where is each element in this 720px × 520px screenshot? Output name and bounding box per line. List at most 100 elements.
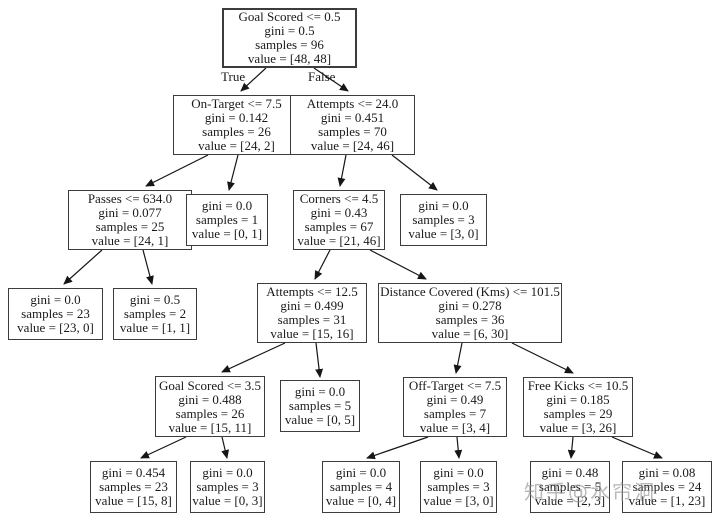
tree-node-free-kicks: Free Kicks <= 10.5 gini = 0.185 samples … xyxy=(523,377,633,437)
tree-leaf-node: gini = 0.0 samples = 4 value = [0, 4] xyxy=(322,461,400,513)
tree-leaf-node: gini = 0.08 samples = 24 value = [1, 23] xyxy=(622,461,712,513)
node-gini: gini = 0.077 xyxy=(98,205,162,220)
node-value: value = [21, 46] xyxy=(297,233,381,248)
node-samples: samples = 3 xyxy=(412,212,475,227)
node-gini: gini = 0.43 xyxy=(310,205,368,220)
node-gini: gini = 0.49 xyxy=(426,392,484,407)
node-samples: samples = 3 xyxy=(427,479,490,494)
node-gini: gini = 0.48 xyxy=(541,465,599,480)
tree-leaf-node: gini = 0.454 samples = 23 value = [15, 8… xyxy=(90,461,177,513)
node-gini: gini = 0.488 xyxy=(178,391,242,407)
edge-passes-leaf-g xyxy=(63,249,103,285)
node-condition: Goal Scored <= 3.5 xyxy=(158,377,262,393)
edge-off-target-leaf-q xyxy=(366,436,429,460)
node-gini: gini = 0.0 xyxy=(294,384,346,399)
node-value: value = [6, 30] xyxy=(431,326,509,341)
node-gini: gini = 0.0 xyxy=(433,465,484,480)
node-gini: gini = 0.0 xyxy=(335,465,387,480)
node-samples: samples = 67 xyxy=(304,219,374,234)
node-gini: gini = 0.08 xyxy=(638,465,696,480)
edge-root-attempts24 xyxy=(313,67,349,92)
node-condition: Corners <= 4.5 xyxy=(299,191,379,206)
edge-attempts12-leaf-l xyxy=(315,342,324,378)
node-condition: Off-Target <= 7.5 xyxy=(408,378,502,393)
node-value: value = [0, 1] xyxy=(191,226,263,241)
edge-label-false: False xyxy=(308,69,336,84)
tree-node-distance-covered: Distance Covered (Kms) <= 101.5 gini = 0… xyxy=(378,283,562,343)
node-samples: samples = 96 xyxy=(255,37,324,52)
tree-leaf-node: gini = 0.0 samples = 23 value = [23, 0] xyxy=(8,288,103,340)
tree-leaf-node: gini = 0.0 samples = 3 value = [3, 0] xyxy=(420,461,497,513)
node-value: value = [3, 4] xyxy=(419,420,491,435)
node-value: value = [24, 2] xyxy=(198,138,275,153)
node-samples: samples = 23 xyxy=(21,306,90,321)
edge-corners-attempts12 xyxy=(314,249,331,280)
node-samples: samples = 7 xyxy=(423,406,487,421)
tree-leaf-node: gini = 0.0 samples = 3 value = [3, 0] xyxy=(400,194,487,246)
node-value: value = [2, 3] xyxy=(534,493,606,508)
node-gini: gini = 0.185 xyxy=(546,392,610,407)
edge-distance-off-target xyxy=(453,342,463,374)
node-value: value = [3, 0] xyxy=(408,226,479,241)
tree-node-off-target: Off-Target <= 7.5 gini = 0.49 samples = … xyxy=(403,377,507,437)
node-samples: samples = 29 xyxy=(543,406,613,421)
node-value: value = [3, 26] xyxy=(539,420,617,435)
node-gini: gini = 0.499 xyxy=(280,298,344,313)
node-samples: samples = 4 xyxy=(329,479,393,494)
edge-on-target-leaf-d xyxy=(227,154,239,191)
node-samples: samples = 24 xyxy=(632,479,702,494)
node-value: value = [1, 1] xyxy=(119,320,191,335)
node-samples: samples = 26 xyxy=(175,405,245,421)
node-value: value = [48, 48] xyxy=(247,51,332,66)
edge-corners-distance xyxy=(369,249,427,280)
node-condition: Attempts <= 12.5 xyxy=(266,284,358,299)
tree-node-goal-scored-35: Goal Scored <= 3.5 gini = 0.488 samples … xyxy=(155,376,265,437)
edge-free-kicks-leaf-s xyxy=(567,436,576,459)
node-samples: samples = 70 xyxy=(318,124,387,139)
edge-free-kicks-leaf-t xyxy=(611,436,663,459)
node-samples: samples = 1 xyxy=(195,212,259,227)
node-condition: Attempts <= 24.0 xyxy=(306,96,399,111)
tree-leaf-node: gini = 0.0 samples = 1 value = [0, 1] xyxy=(186,194,268,246)
edge-attempts24-corners xyxy=(337,154,347,187)
node-gini: gini = 0.451 xyxy=(320,110,385,125)
node-gini: gini = 0.0 xyxy=(30,292,81,307)
node-gini: gini = 0.0 xyxy=(201,198,253,213)
node-value: value = [15, 8] xyxy=(95,493,172,508)
node-value: value = [0, 4] xyxy=(325,493,397,508)
node-samples: samples = 2 xyxy=(123,306,187,321)
node-value: value = [3, 0] xyxy=(423,493,494,508)
node-samples: samples = 25 xyxy=(95,219,165,234)
edge-passes-leaf-h xyxy=(142,249,154,285)
node-samples: samples = 26 xyxy=(202,124,271,139)
edge-distance-free-kicks xyxy=(511,342,574,374)
node-value: value = [24, 46] xyxy=(310,138,395,153)
node-samples: samples = 36 xyxy=(435,312,505,327)
tree-node-attempts-24: Attempts <= 24.0 gini = 0.451 samples = … xyxy=(290,95,415,155)
tree-leaf-node: gini = 0.0 samples = 3 value = [0, 3] xyxy=(190,461,265,513)
node-gini: gini = 0.0 xyxy=(202,465,253,480)
node-value: value = [0, 3] xyxy=(192,493,263,508)
node-gini: gini = 0.142 xyxy=(204,110,269,125)
node-samples: samples = 31 xyxy=(277,312,347,327)
node-value: value = [1, 23] xyxy=(628,493,706,508)
edge-attempts24-leaf-f xyxy=(391,154,438,191)
node-gini: gini = 0.5 xyxy=(264,23,315,38)
node-value: value = [23, 0] xyxy=(17,320,94,335)
tree-leaf-node: gini = 0.5 samples = 2 value = [1, 1] xyxy=(113,288,197,340)
edge-attempts12-goal35 xyxy=(221,342,286,373)
edge-label-true: True xyxy=(221,69,246,84)
node-samples: samples = 23 xyxy=(99,479,168,494)
edge-root-on-target xyxy=(240,67,267,92)
tree-leaf-node: gini = 0.0 samples = 5 value = [0, 5] xyxy=(280,380,360,432)
node-gini: gini = 0.0 xyxy=(418,198,469,213)
tree-node-corners: Corners <= 4.5 gini = 0.43 samples = 67 … xyxy=(293,190,385,250)
node-condition: Goal Scored <= 0.5 xyxy=(238,9,341,24)
edge-off-target-leaf-r xyxy=(454,436,463,459)
node-condition: Passes <= 634.0 xyxy=(87,191,173,206)
tree-node-attempts-12: Attempts <= 12.5 gini = 0.499 samples = … xyxy=(257,283,367,343)
node-condition: On-Target <= 7.5 xyxy=(191,96,282,111)
edge-on-target-passes xyxy=(145,154,209,187)
